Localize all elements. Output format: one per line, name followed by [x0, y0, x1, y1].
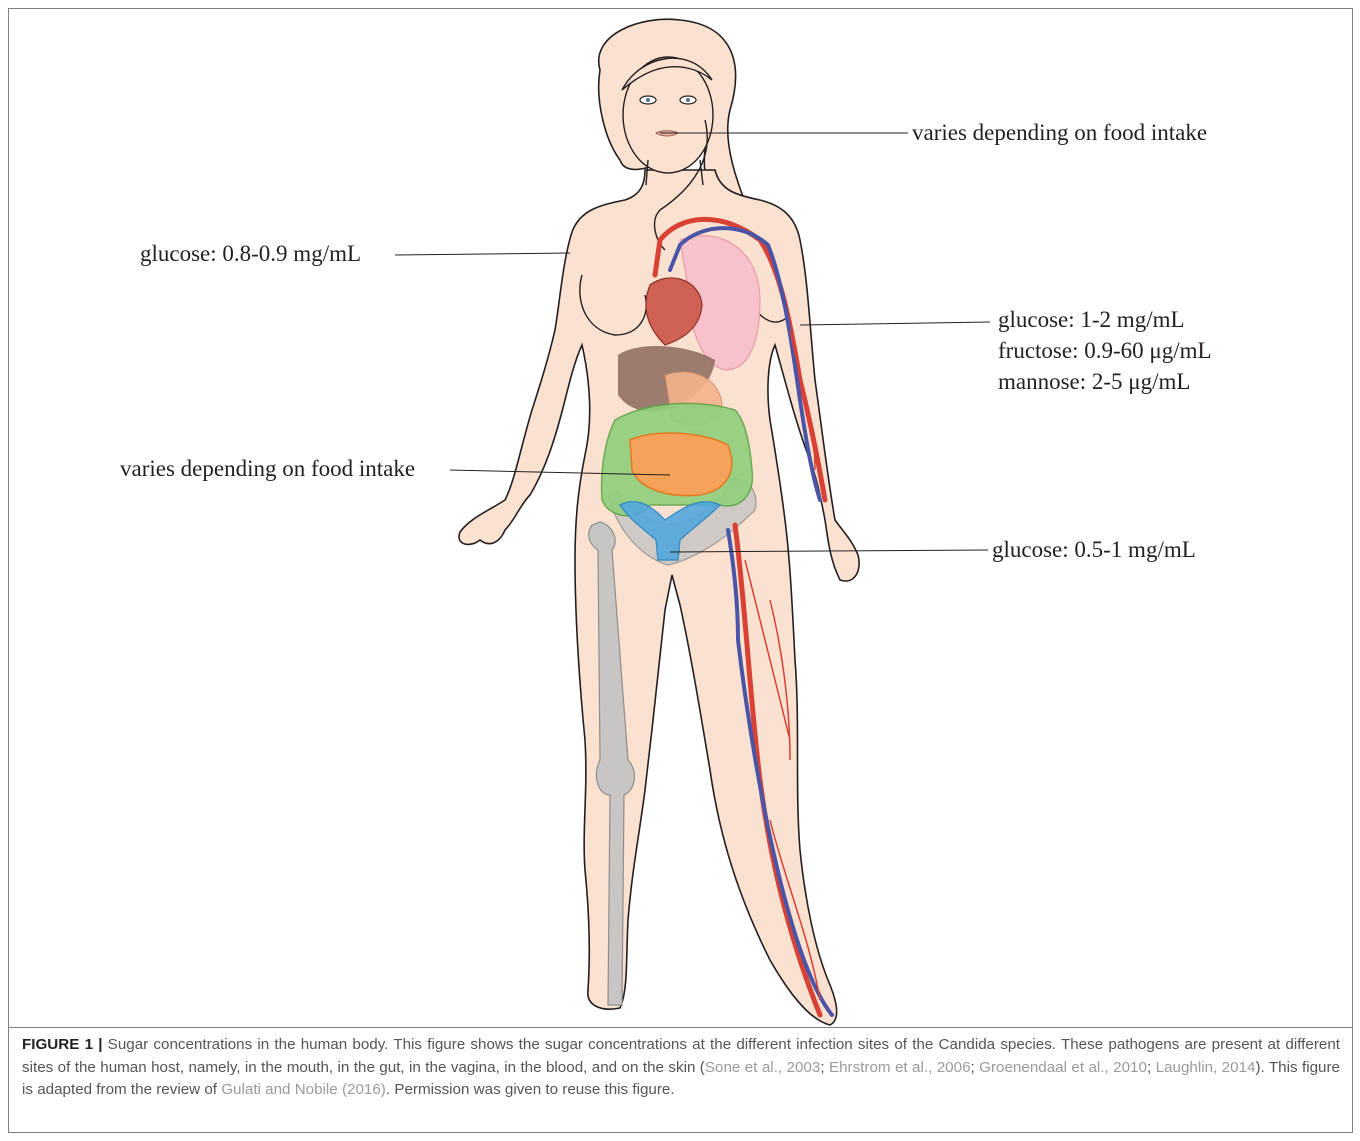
- caption-separator: ;: [971, 1059, 980, 1076]
- citation-link[interactable]: Ehrstrom et al., 2006: [829, 1059, 971, 1076]
- label-vagina: glucose: 0.5-1 mg/mL: [992, 537, 1196, 563]
- figure-caption: FIGURE 1 | Sugar concentrations in the h…: [22, 1034, 1340, 1102]
- citation-link[interactable]: Sone et al., 2003: [705, 1059, 820, 1076]
- citation-link[interactable]: Groenendaal et al., 2010: [979, 1059, 1147, 1076]
- label-gut: varies depending on food intake: [120, 456, 415, 482]
- label-blood: glucose: 1-2 mg/mL fructose: 0.9-60 μg/m…: [998, 304, 1212, 397]
- leader-line-blood: [800, 322, 990, 325]
- label-blood-glucose: glucose: 1-2 mg/mL: [998, 304, 1212, 335]
- caption-divider: [8, 1027, 1353, 1028]
- label-blood-mannose: mannose: 2-5 μg/mL: [998, 366, 1212, 397]
- label-blood-fructose: fructose: 0.9-60 μg/mL: [998, 335, 1212, 366]
- label-skin: glucose: 0.8-0.9 mg/mL: [140, 241, 361, 267]
- citation-link[interactable]: Gulati and Nobile (2016): [221, 1081, 386, 1098]
- label-mouth: varies depending on food intake: [912, 120, 1207, 146]
- caption-separator: ;: [820, 1059, 829, 1076]
- caption-text-3: . Permission was given to reuse this fig…: [386, 1081, 675, 1098]
- leader-line-skin: [395, 253, 570, 255]
- caption-separator: ;: [1147, 1059, 1156, 1076]
- caption-lead: FIGURE 1 |: [22, 1036, 102, 1053]
- citation-link[interactable]: Laughlin, 2014: [1156, 1059, 1256, 1076]
